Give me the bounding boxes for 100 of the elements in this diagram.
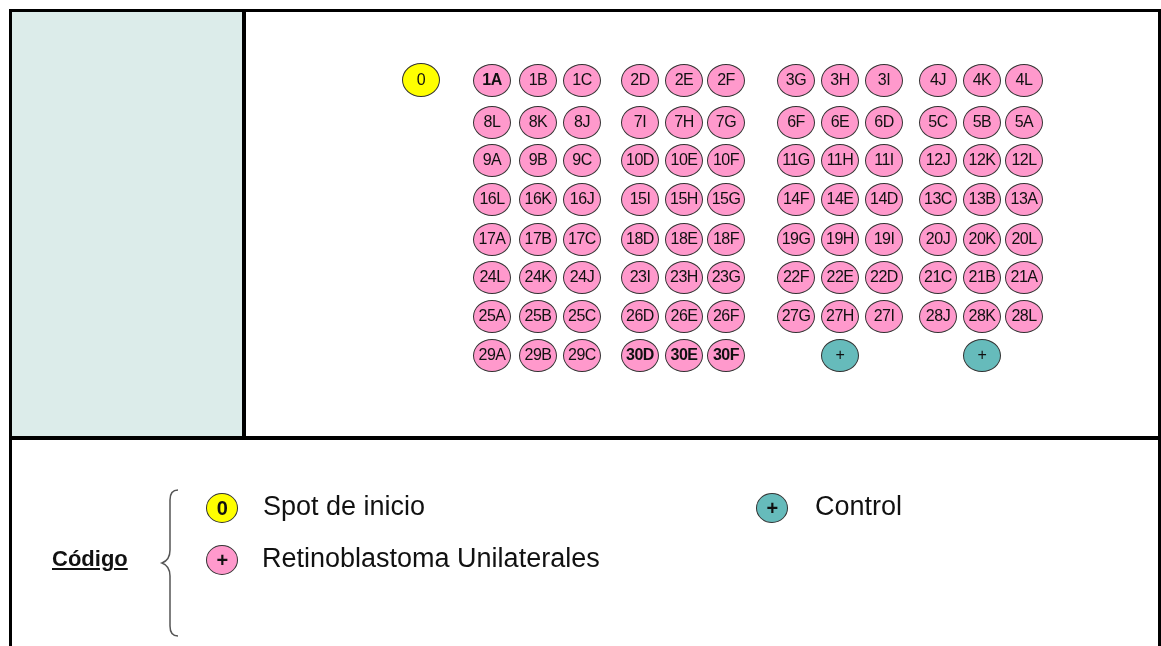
spot-circle: 29B	[519, 338, 557, 372]
spot-circle: 27I	[865, 299, 903, 333]
spot-circle: 21B	[963, 260, 1001, 294]
spot-circle: 18E	[665, 222, 703, 256]
spot-circle: 7I	[621, 105, 659, 139]
spot-circle: 16K	[519, 182, 557, 216]
legend-text: Spot de inicio	[263, 491, 426, 522]
spot-circle: 14F	[777, 182, 815, 216]
spot-circle: 10E	[665, 143, 703, 177]
spot-circle: 11G	[777, 143, 815, 177]
spot-circle: 6F	[777, 105, 815, 139]
spot-circle: 9B	[519, 143, 557, 177]
legend-text: Control	[815, 491, 903, 522]
spot-circle: 13B	[963, 182, 1001, 216]
spot-circle: 12J	[919, 143, 957, 177]
key-heading: Código	[52, 546, 128, 572]
spot-circle: 22D	[865, 260, 903, 294]
spot-circle: 8J	[563, 105, 601, 139]
spot-circle: 5C	[919, 105, 957, 139]
spot-circle: 4L	[1005, 63, 1043, 97]
spot-circle: 17A	[473, 222, 511, 256]
spot-circle: 21C	[919, 260, 957, 294]
spot-circle: 6E	[821, 105, 859, 139]
spot-circle: 19H	[821, 222, 859, 256]
spot-circle: 14E	[821, 182, 859, 216]
spot-circle: 20K	[963, 222, 1001, 256]
spot-circle: 13C	[919, 182, 957, 216]
spot-circle: 20L	[1005, 222, 1043, 256]
spot-circle: 3G	[777, 63, 815, 97]
spot-circle: 10F	[707, 143, 745, 177]
spot-circle: 1A	[473, 63, 511, 97]
spot-circle: 22F	[777, 260, 815, 294]
spot-circle: 26F	[707, 299, 745, 333]
spot-circle: 10D	[621, 143, 659, 177]
spot-circle: 7G	[707, 105, 745, 139]
spot-circle: 5A	[1005, 105, 1043, 139]
spot-circle: 12K	[963, 143, 1001, 177]
spot-circle: 11I	[865, 143, 903, 177]
spot-circle: 4K	[963, 63, 1001, 97]
spot-circle: 15H	[665, 182, 703, 216]
legend-marker: +	[756, 493, 788, 523]
spot-circle: 16J	[563, 182, 601, 216]
spot-circle: 5B	[963, 105, 1001, 139]
spot-circle: 14D	[865, 182, 903, 216]
spot-circle: 0	[402, 63, 440, 97]
spot-circle: 11H	[821, 143, 859, 177]
spot-circle: 25B	[519, 299, 557, 333]
spot-circle: 18F	[707, 222, 745, 256]
spot-circle: 20J	[919, 222, 957, 256]
spot-circle: 17C	[563, 222, 601, 256]
spot-circle: 16L	[473, 182, 511, 216]
spot-circle: 13A	[1005, 182, 1043, 216]
spot-circle: 30E	[665, 338, 703, 372]
spot-circle: 1B	[519, 63, 557, 97]
spot-circle: 21A	[1005, 260, 1043, 294]
legend-marker: +	[206, 545, 238, 575]
spot-circle: 26D	[621, 299, 659, 333]
spot-circle: 18D	[621, 222, 659, 256]
legend-marker: 0	[206, 493, 238, 523]
spot-circle: 24J	[563, 260, 601, 294]
spot-circle: 24L	[473, 260, 511, 294]
spot-circle: 30F	[707, 338, 745, 372]
spot-circle: 28L	[1005, 299, 1043, 333]
spot-circle: 2E	[665, 63, 703, 97]
spot-circle: 23I	[621, 260, 659, 294]
spot-circle: 27H	[821, 299, 859, 333]
spot-circle: 19I	[865, 222, 903, 256]
spot-circle: 3I	[865, 63, 903, 97]
spot-circle: 8L	[473, 105, 511, 139]
spot-circle: 23H	[665, 260, 703, 294]
spot-circle: 25A	[473, 299, 511, 333]
spot-circle: 7H	[665, 105, 703, 139]
spot-circle: 26E	[665, 299, 703, 333]
spot-circle: 29A	[473, 338, 511, 372]
spot-circle: 23G	[707, 260, 745, 294]
spot-circle: 8K	[519, 105, 557, 139]
spot-circle: +	[821, 338, 859, 372]
spot-circle: 25C	[563, 299, 601, 333]
spot-circle: 9C	[563, 143, 601, 177]
spot-circle: 2D	[621, 63, 659, 97]
spot-circle: 4J	[919, 63, 957, 97]
spot-circle: 15I	[621, 182, 659, 216]
spot-circle: 24K	[519, 260, 557, 294]
spot-circle: +	[963, 338, 1001, 372]
spot-circle: 1C	[563, 63, 601, 97]
spot-circle: 30D	[621, 338, 659, 372]
spot-circle: 3H	[821, 63, 859, 97]
spot-circle: 12L	[1005, 143, 1043, 177]
spot-circle: 29C	[563, 338, 601, 372]
spot-circle: 2F	[707, 63, 745, 97]
spot-circle: 28K	[963, 299, 1001, 333]
spot-circle: 27G	[777, 299, 815, 333]
spot-circle: 9A	[473, 143, 511, 177]
legend-text: Retinoblastoma Unilaterales	[262, 543, 600, 574]
spot-circle: 28J	[919, 299, 957, 333]
spot-circle: 19G	[777, 222, 815, 256]
spot-circle: 6D	[865, 105, 903, 139]
spot-circle: 22E	[821, 260, 859, 294]
spot-circle: 17B	[519, 222, 557, 256]
spot-circle: 15G	[707, 182, 745, 216]
